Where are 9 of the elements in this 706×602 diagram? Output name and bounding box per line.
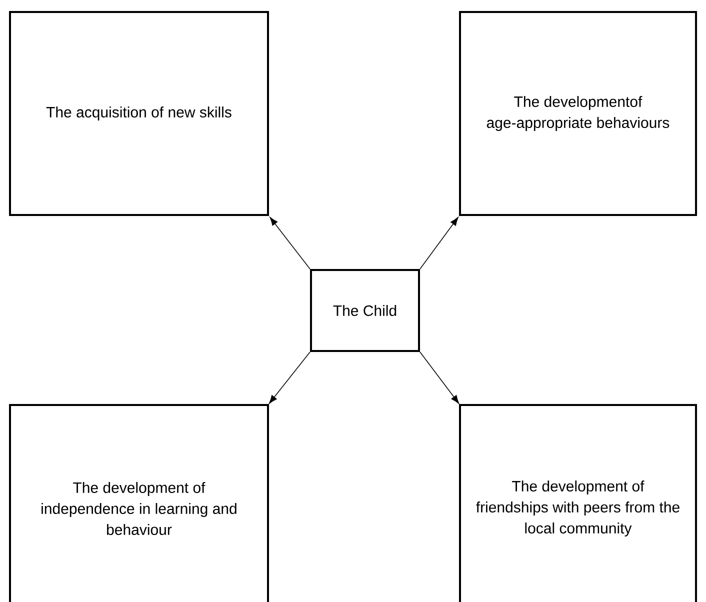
arrow [420,217,458,270]
text-box: The Child [310,269,420,352]
arrow [270,216,310,270]
text-box: The development of independence in learning and behaviour [9,404,269,602]
text-box: The development of friendships with peers from the local community [459,404,697,602]
text-box: The acquisition of new skills [9,11,269,216]
text-box: The developmentof age-appropriate behaviours [459,11,697,216]
arrow [420,352,460,404]
arrow [268,352,310,404]
